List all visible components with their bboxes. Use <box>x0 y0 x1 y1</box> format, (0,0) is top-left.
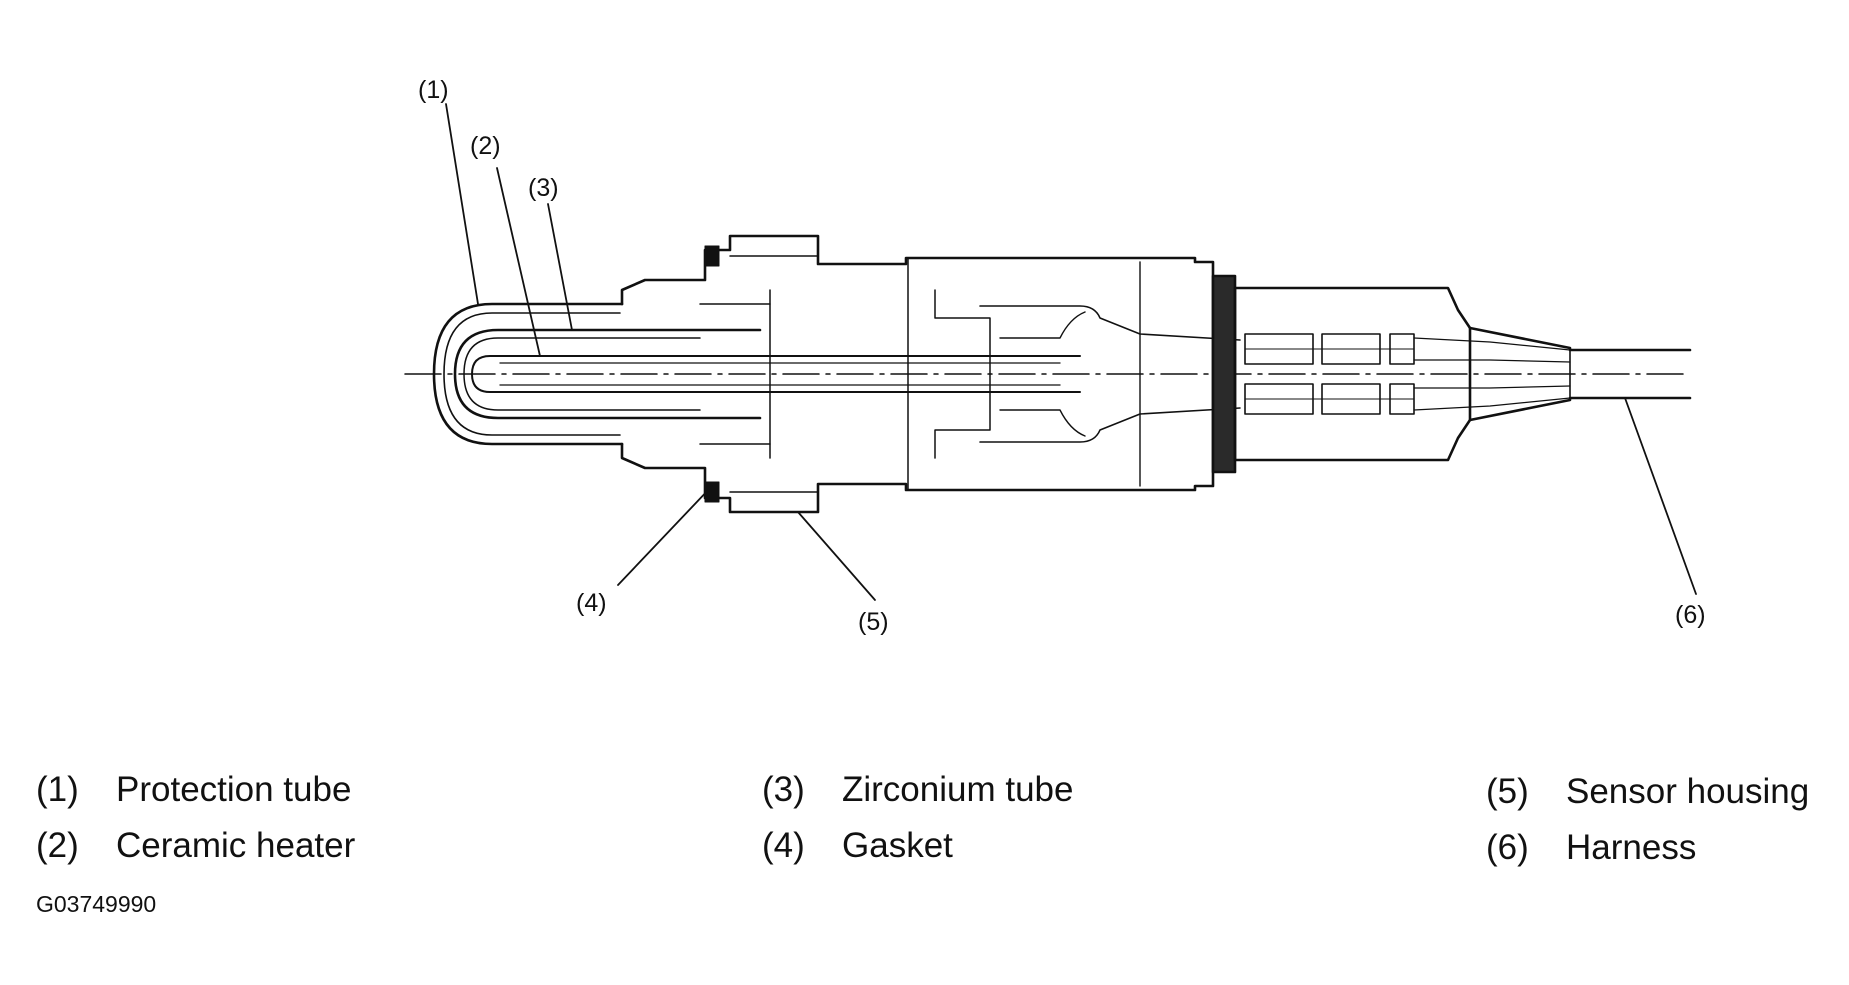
legend-num-6: (6) <box>1486 828 1529 867</box>
legend-label-6: Harness <box>1566 828 1697 867</box>
callout-4: (4) <box>576 589 607 617</box>
callout-3: (3) <box>528 174 559 202</box>
ceramic-heater <box>471 355 1081 393</box>
legend-item-6: (6) Harness <box>1486 828 1696 868</box>
legend-item-2: (2) Ceramic heater <box>36 826 355 866</box>
legend-label-4: Gasket <box>842 826 953 865</box>
legend-num-5: (5) <box>1486 772 1529 811</box>
leader-line-4 <box>617 485 713 586</box>
legend-item-4: (4) Gasket <box>762 826 953 866</box>
terminal-blocks <box>1244 333 1415 415</box>
legend-item-1: (1) Protection tube <box>36 770 351 810</box>
legend-label-2: Ceramic heater <box>116 826 356 865</box>
legend-item-3: (3) Zirconium tube <box>762 770 1073 810</box>
legend-label-3: Zirconium tube <box>842 770 1074 809</box>
figure-code: G03749990 <box>36 891 157 917</box>
legend-item-5: (5) Sensor housing <box>1486 772 1809 812</box>
legend-num-1: (1) <box>36 770 79 809</box>
seal-ring <box>1211 274 1237 474</box>
zirconium-tube <box>453 328 762 420</box>
protection-tube <box>432 302 624 446</box>
legend-num-4: (4) <box>762 826 805 865</box>
callout-5: (5) <box>858 608 889 636</box>
callout-6: (6) <box>1675 601 1706 629</box>
legend-num-2: (2) <box>36 826 79 865</box>
leader-line-6 <box>1624 397 1697 595</box>
leader-line-2 <box>496 167 541 357</box>
legend-label-5: Sensor housing <box>1566 772 1810 811</box>
callout-1: (1) <box>418 76 449 104</box>
gasket <box>704 245 720 267</box>
legend-num-3: (3) <box>762 770 805 809</box>
legend-label-1: Protection tube <box>116 770 352 809</box>
callout-2: (2) <box>470 132 501 160</box>
leader-line-5 <box>797 511 876 601</box>
leader-line-3 <box>547 203 573 331</box>
leader-line-1 <box>445 103 479 305</box>
